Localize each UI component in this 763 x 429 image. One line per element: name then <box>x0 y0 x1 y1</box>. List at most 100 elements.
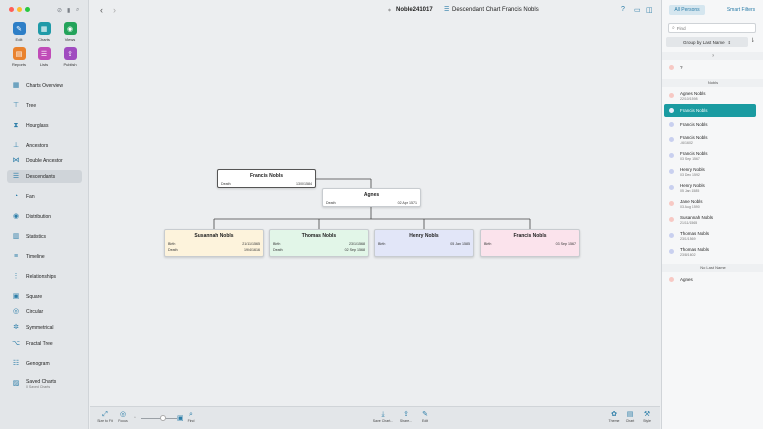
sidebar-item-square[interactable]: ▣Square <box>7 290 82 303</box>
size-to-fit-icon: ⤢ <box>102 411 108 418</box>
tool-lists-button[interactable]: ☰Lists <box>34 47 54 67</box>
link-icon[interactable]: ⊘ <box>57 8 63 14</box>
sidebar-toggle-icon[interactable]: ◫ <box>646 7 653 14</box>
zoom-out-icon[interactable]: ▫ <box>134 415 136 421</box>
sidebar-item-timeline[interactable]: ≡Timeline <box>7 250 82 263</box>
focus-button[interactable]: ◎ Focus <box>112 410 134 423</box>
person-name: Francis Nobls <box>513 233 547 239</box>
event-value: 19/4/1616 <box>244 248 260 252</box>
person-list-item[interactable]: Francis Nobls <box>664 118 756 131</box>
share-button[interactable]: ⇪ Share... <box>395 410 417 423</box>
sidebar-item-label: Descendants <box>26 173 56 180</box>
lists-icon: ☰ <box>37 47 51 60</box>
window-layout-icon[interactable]: ▭ <box>634 7 641 14</box>
sidebar-item-tree[interactable]: ⊤Tree <box>7 99 82 112</box>
chart-button[interactable]: ▤ Chart <box>619 410 641 423</box>
person-list-item[interactable]: Francis Nobls <box>664 104 756 117</box>
sidebar-item-distribution[interactable]: ◉Distribution <box>7 210 82 223</box>
save-chart-button[interactable]: ⤓ Save Chart... <box>372 411 394 423</box>
zoom-window-button[interactable] <box>25 7 30 12</box>
bookmark-icon[interactable]: ▮ <box>67 8 71 14</box>
sidebar-item-ancestors[interactable]: ⊥Ancestors <box>7 139 82 152</box>
find-button[interactable]: ⌕ Find <box>180 410 202 423</box>
sort-icon[interactable]: ⇂ <box>750 38 756 44</box>
document-icon: ⁎ <box>388 7 391 13</box>
sidebar-item-fan[interactable]: ◔Fan <box>7 190 82 203</box>
sidebar-item-label: Statistics <box>26 233 47 240</box>
tool-reports-button[interactable]: ▤Reports <box>9 47 29 67</box>
tool-charts-button[interactable]: ▦Charts <box>34 22 54 42</box>
sex-dot-icon <box>669 169 674 174</box>
sidebar-item-label: Hourglass <box>26 122 49 129</box>
size-to-fit-button[interactable]: ⤢ Size to Fit <box>94 410 116 423</box>
person-list-date: 03 Sep 1567 <box>680 156 700 161</box>
zoom-in-icon[interactable]: ▣ <box>177 415 184 422</box>
sidebar-item-relationships[interactable]: ⋮Relationships <box>7 270 82 283</box>
person-name: Agnes <box>363 192 380 198</box>
distribution-icon: ◉ <box>12 212 20 220</box>
find-input[interactable] <box>676 25 751 31</box>
sidebar-item-charts-overview[interactable]: ▦Charts Overview <box>7 79 82 92</box>
sidebar-item-hourglass[interactable]: ⧗Hourglass <box>7 119 82 132</box>
group-by-select[interactable]: Group by Last Name ⇕ <box>666 37 748 47</box>
search-icon[interactable]: ⌕ <box>76 7 80 13</box>
sidebar-item-label: Fractal Tree <box>26 340 53 347</box>
close-window-button[interactable] <box>9 7 14 12</box>
sidebar-item-label: Double Ancestor <box>26 157 63 164</box>
sidebar-item-label: Symmetrical <box>26 324 54 331</box>
sidebar-item-descendants[interactable]: ☰Descendants <box>7 170 82 183</box>
person-list-date: 23/1/1569 <box>680 236 696 241</box>
tool-views-button[interactable]: ◉Views <box>60 22 80 42</box>
person-list-name: Agnes Nobls <box>680 90 706 96</box>
style-button[interactable]: ⚒ Style <box>636 410 658 423</box>
person-list-item[interactable]: Agnes <box>664 273 756 286</box>
person-list-item[interactable]: ? <box>664 61 756 74</box>
zoom-slider[interactable] <box>141 418 177 419</box>
help-icon[interactable]: ? <box>621 6 625 13</box>
theme-button[interactable]: ✿ Theme <box>603 410 625 423</box>
circular-icon: ◎ <box>12 307 20 315</box>
sidebar-item-circular[interactable]: ◎Circular <box>7 305 82 318</box>
sidebar-item-fractal-tree[interactable]: ⌥Fractal Tree <box>7 337 82 350</box>
fan-icon: ◔ <box>13 192 19 200</box>
sidebar-item-double-ancestor[interactable]: ⋈Double Ancestor <box>7 154 82 167</box>
person-list-item[interactable]: Francis Nobls-/6/1602 <box>664 132 756 147</box>
person-list-name: Francis Nobls <box>680 134 708 140</box>
square-icon: ▣ <box>12 292 20 300</box>
tool-edit-button[interactable]: ✎Edit <box>9 22 29 42</box>
charts-icon: ▦ <box>37 22 51 35</box>
sidebar-item-statistics[interactable]: ▥Statistics <box>7 230 82 243</box>
sidebar-item-label: Saved Charts <box>26 379 57 385</box>
person-name: Susannah Nobls <box>194 233 234 239</box>
event-value: 02 Sep 1568 <box>344 248 365 252</box>
find-field[interactable]: ⌕ <box>668 23 756 33</box>
zoom-slider-knob[interactable] <box>159 415 166 421</box>
all-persons-tab[interactable]: All Persons <box>669 5 705 15</box>
smart-filters-tab[interactable]: Smart Filters <box>726 7 756 13</box>
edit-button[interactable]: ✎ Edit <box>414 410 436 423</box>
back-arrow-icon[interactable]: ‹ <box>100 5 103 15</box>
sidebar-item-symmetrical[interactable]: ✲Symmetrical <box>7 321 82 334</box>
tool-publish-button[interactable]: ⇪Publish <box>60 47 80 67</box>
sidebar-item-genogram[interactable]: ☷Genogram <box>7 357 82 370</box>
person-list-name: Thomas Nobls <box>680 230 710 236</box>
minimize-window-button[interactable] <box>17 7 22 12</box>
forward-arrow-icon[interactable]: › <box>113 5 116 15</box>
